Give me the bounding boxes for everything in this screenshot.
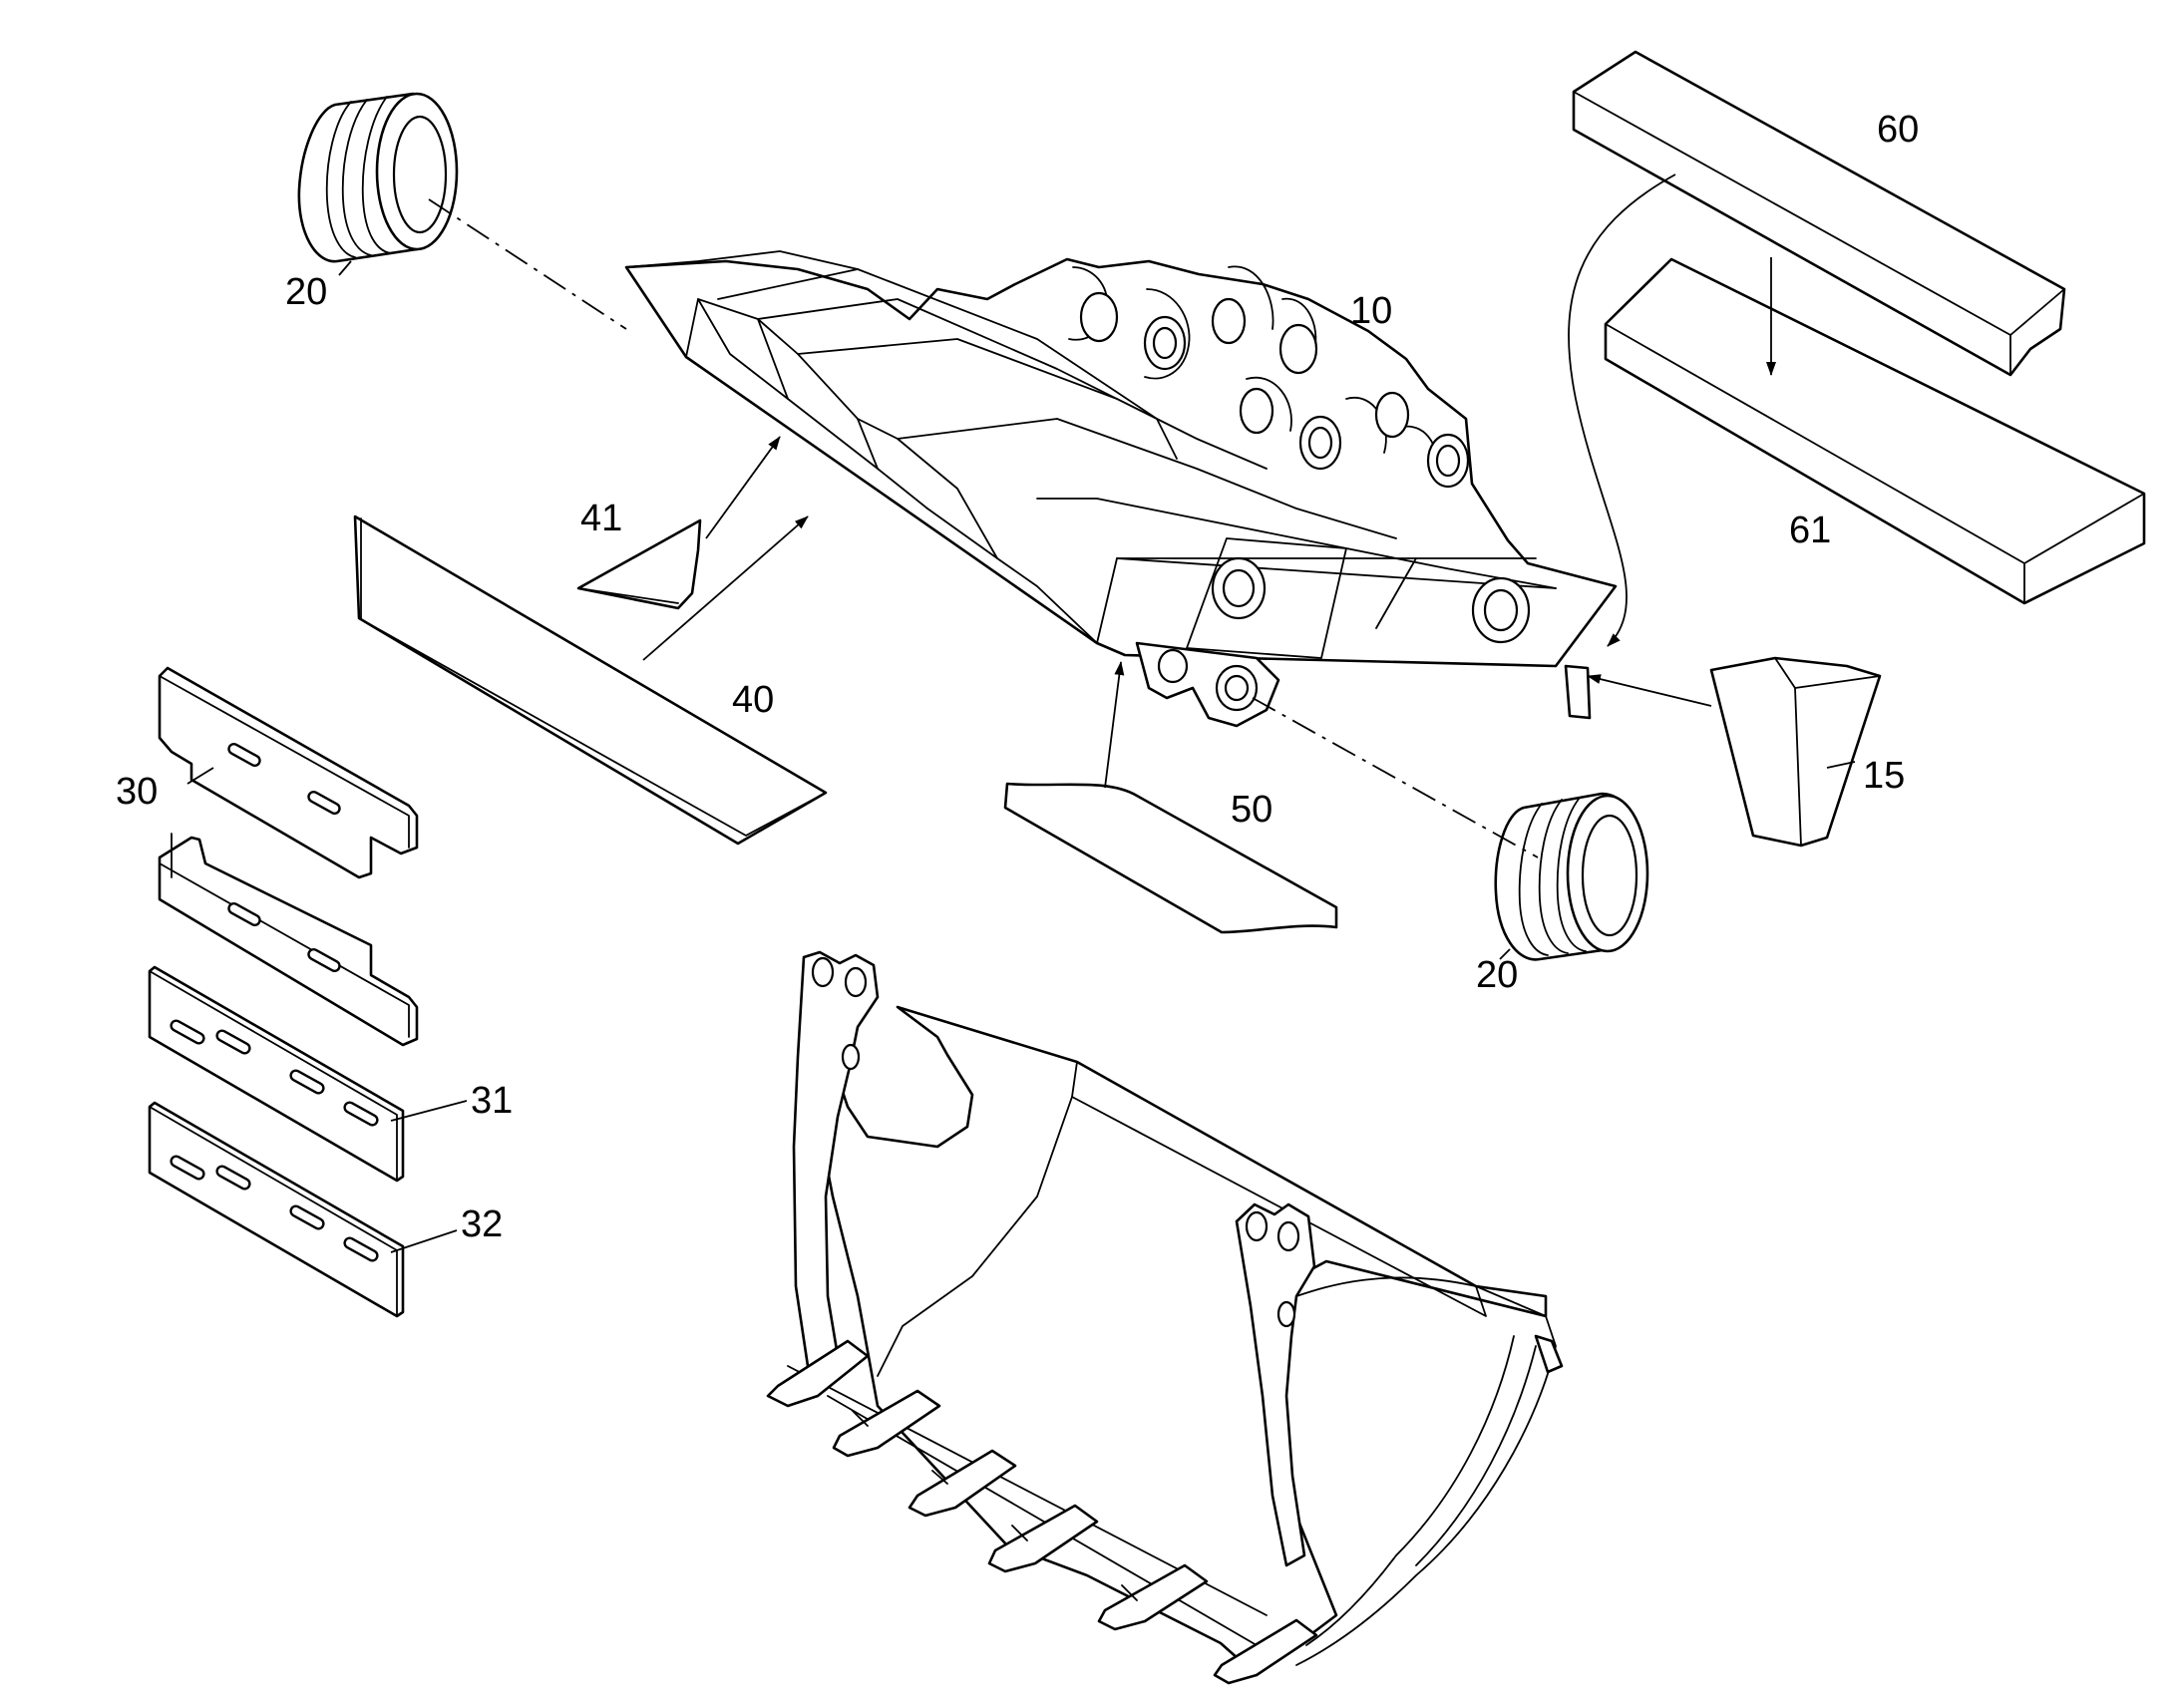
arrow-40 bbox=[642, 515, 809, 661]
leader-31 bbox=[390, 1100, 468, 1122]
leader-15 bbox=[1826, 761, 1856, 769]
label-10: 10 bbox=[1350, 290, 1392, 332]
label-61: 61 bbox=[1789, 510, 1831, 551]
label-31: 31 bbox=[471, 1080, 513, 1122]
label-40: 40 bbox=[732, 679, 774, 721]
bucket-teeth bbox=[766, 1339, 1318, 1685]
block-61 bbox=[1604, 257, 2146, 605]
label-50: 50 bbox=[1231, 789, 1272, 831]
plate-32 bbox=[148, 1101, 405, 1318]
leader-32 bbox=[390, 1229, 458, 1253]
label-15: 15 bbox=[1863, 755, 1905, 797]
arrow-41 bbox=[705, 436, 781, 539]
label-20-top: 20 bbox=[285, 271, 327, 313]
plate-30-upper bbox=[158, 666, 419, 879]
boom-frame bbox=[624, 250, 1618, 728]
label-41: 41 bbox=[580, 498, 622, 539]
centerline-bushing-bottom bbox=[1252, 697, 1539, 858]
bucket bbox=[766, 950, 1564, 1685]
leader-30 bbox=[186, 767, 214, 785]
pad-50 bbox=[1003, 782, 1338, 934]
plate-30-lower bbox=[158, 833, 419, 1047]
label-20-bottom: 20 bbox=[1476, 954, 1518, 996]
strip-40 bbox=[353, 514, 828, 846]
bushing-top bbox=[297, 92, 459, 263]
label-60: 60 bbox=[1877, 109, 1919, 151]
arrow-15 bbox=[1587, 674, 1712, 707]
leader-20-top bbox=[338, 260, 352, 276]
block-60 bbox=[1572, 50, 2066, 377]
label-30: 30 bbox=[116, 771, 158, 813]
insert-15 bbox=[1709, 656, 1882, 848]
bushing-bottom bbox=[1494, 792, 1649, 961]
arrow-50 bbox=[1104, 661, 1125, 789]
centerline-bushing-top bbox=[428, 198, 627, 330]
wedge-41 bbox=[576, 518, 702, 610]
plate-31 bbox=[148, 965, 405, 1183]
label-32: 32 bbox=[461, 1203, 503, 1245]
arrow-60-to-boom bbox=[1568, 173, 1676, 647]
leader-20-bottom bbox=[1499, 948, 1511, 960]
